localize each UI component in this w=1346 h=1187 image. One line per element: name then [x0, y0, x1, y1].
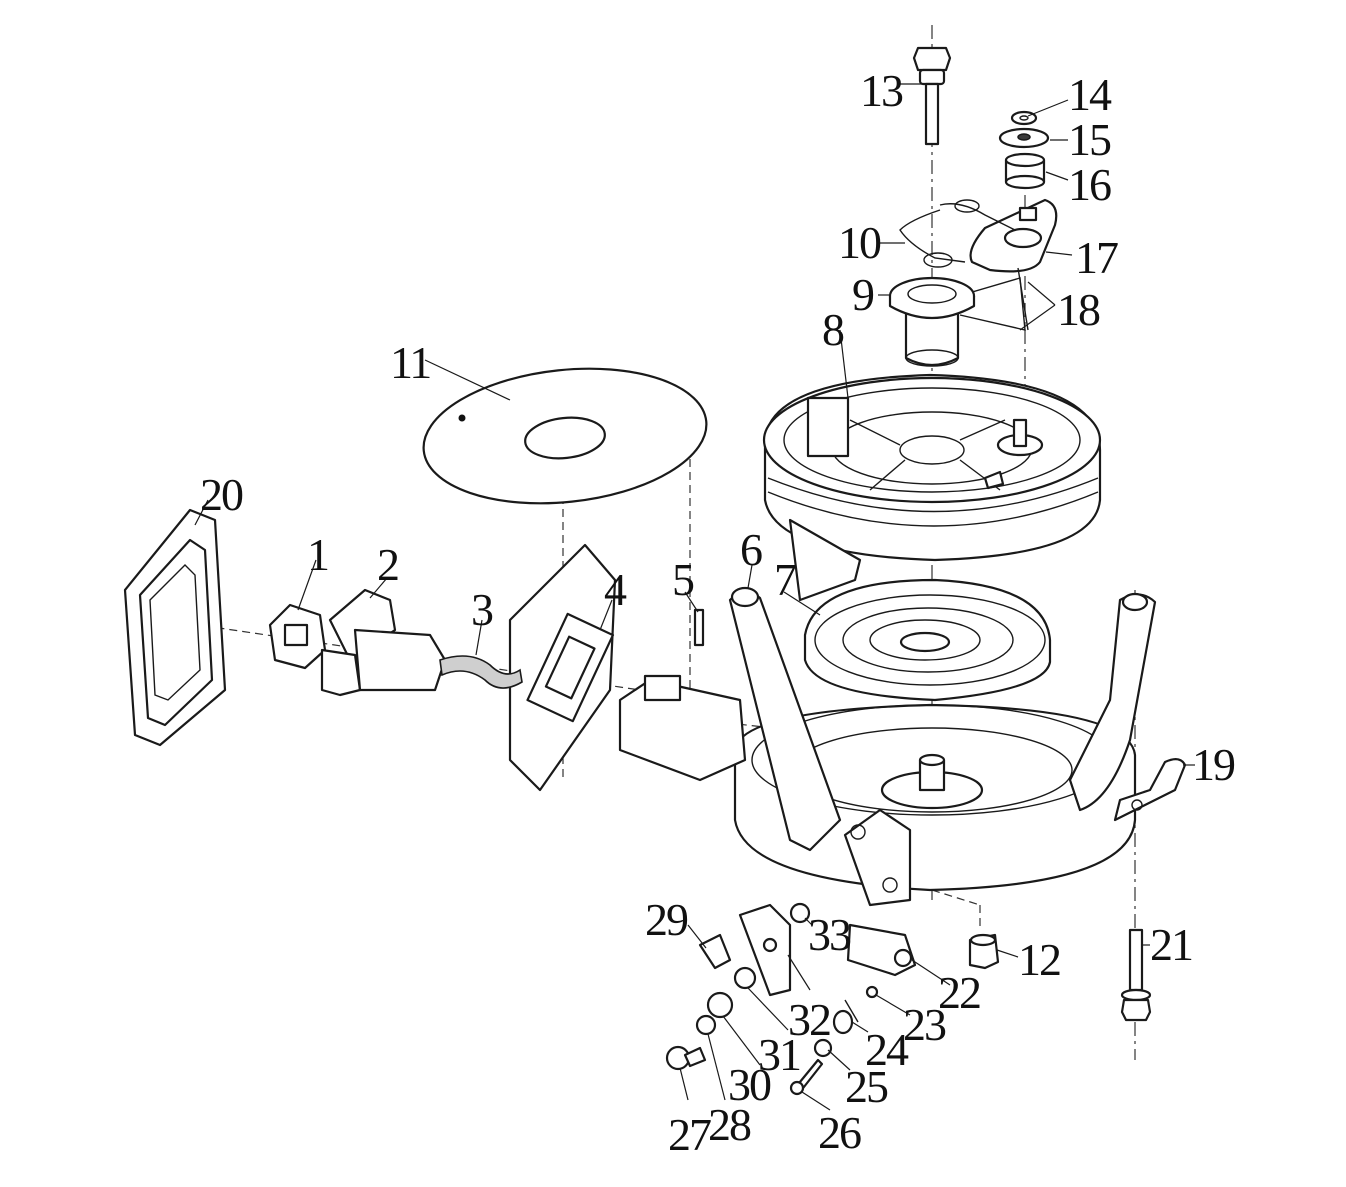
callout-3: 3 [471, 584, 493, 635]
callout-13: 13 [860, 65, 903, 116]
callout-25: 25 [845, 1061, 888, 1112]
callout-8: 8 [822, 304, 844, 355]
callout-15: 15 [1068, 114, 1111, 165]
leader-lines [194, 83, 1195, 1111]
callout-29: 29 [645, 894, 688, 945]
grip-parts-1-2-3 [268, 588, 523, 697]
callout-22: 22 [938, 967, 980, 1018]
callout-31: 31 [758, 1029, 800, 1080]
callout-18: 18 [1057, 284, 1100, 335]
bushing-9 [888, 276, 976, 367]
callout-19: 19 [1192, 739, 1235, 790]
callout-1: 1 [307, 529, 328, 580]
callout-20: 20 [200, 469, 243, 520]
callout-16: 16 [1068, 159, 1111, 210]
housing [508, 518, 1157, 907]
recoil-spring-7 [803, 578, 1052, 702]
reel-8 [762, 373, 1102, 562]
callout-14: 14 [1068, 69, 1112, 120]
bolt-21 [1120, 928, 1152, 1022]
callout-labels: 13 14 15 16 10 17 9 18 8 11 20 1 2 3 4 5… [200, 65, 1237, 1160]
callout-27: 27 [668, 1109, 711, 1160]
callout-23: 23 [903, 999, 946, 1050]
nut-12 [968, 933, 1000, 970]
callout-28: 28 [708, 1099, 751, 1150]
callout-32: 32 [788, 994, 830, 1045]
callout-17: 17 [1075, 232, 1118, 283]
linkage-small-parts [665, 902, 917, 1096]
callout-30: 30 [728, 1059, 771, 1110]
callout-24: 24 [865, 1024, 909, 1075]
callout-21: 21 [1150, 919, 1192, 970]
parts-14-15-16 [998, 110, 1050, 190]
pin-5 [693, 608, 705, 647]
callout-26: 26 [818, 1107, 861, 1158]
callout-4: 4 [604, 564, 627, 615]
callout-6: 6 [740, 524, 762, 575]
pawl-17 [969, 198, 1058, 273]
callout-9: 9 [852, 269, 874, 320]
disc-11 [422, 367, 708, 505]
callout-12: 12 [1018, 934, 1060, 985]
callout-7: 7 [774, 554, 796, 605]
callout-2: 2 [377, 539, 398, 590]
bolt-13 [912, 46, 952, 146]
handle-20 [123, 508, 227, 747]
callout-33: 33 [808, 909, 851, 960]
callout-5: 5 [672, 554, 694, 605]
callout-10: 10 [838, 217, 881, 268]
callout-11: 11 [390, 337, 430, 388]
springs-10-18 [899, 199, 1029, 331]
